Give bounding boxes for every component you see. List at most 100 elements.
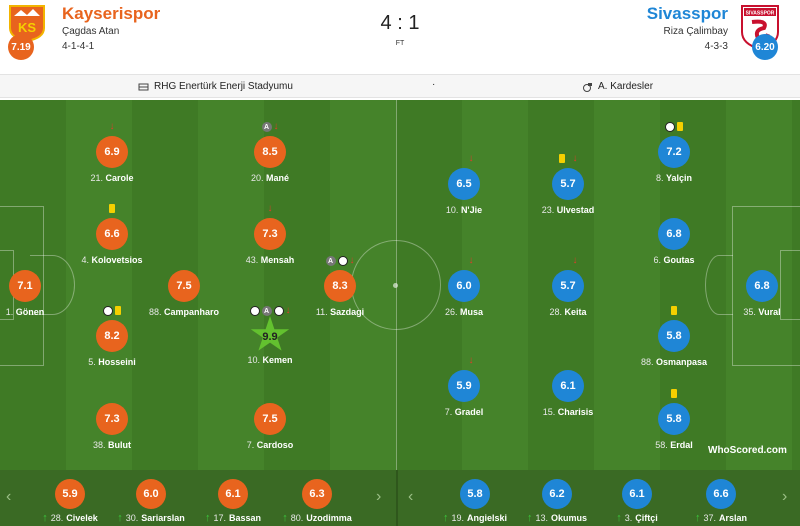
player-mensah[interactable]: ↓ 7.3 43. Mensah <box>245 203 295 266</box>
sub-off-arrow-icon: ↓ <box>468 255 474 266</box>
home-coach: Çagdas Atan <box>62 26 120 37</box>
player-keita[interactable]: ↓ 5.7 28. Keita <box>549 255 587 318</box>
home-subs-prev-icon[interactable]: ‹ <box>6 488 12 505</box>
player-musa[interactable]: ↓ 6.0 26. Musa <box>444 255 484 318</box>
player-rating: 6.6 <box>96 218 128 250</box>
sub-off-arrow-icon: ↓ <box>109 121 115 132</box>
player-name: Cardoso <box>256 440 294 450</box>
match-status: FT <box>395 40 405 47</box>
sub-off-arrow-icon: ↓ <box>468 355 474 366</box>
player-hosseini[interactable]: 8.2 5. Hosseini <box>72 306 152 367</box>
home-team-name[interactable]: Kayserispor <box>62 4 161 23</box>
sub-on-arrow-icon: ↑ <box>42 512 48 524</box>
pitch: 7.1 1. Gönen 6.6 4. Kolovetsios 8.2 5. H… <box>0 100 800 470</box>
player-name: Carole <box>105 173 134 183</box>
goal-ball-icon <box>103 306 113 316</box>
player-kemen[interactable]: A↓ 9.9 10. Kemen <box>247 305 293 366</box>
sub-uzodimma[interactable]: 6.3 ↑80.Uzodimma <box>272 479 362 524</box>
goal-ball-icon <box>273 306 284 316</box>
player-sazdagi[interactable]: A↓ 8.3 11. Sazdagi <box>315 255 365 318</box>
player-name: Erdal <box>670 440 693 450</box>
player-name: Keita <box>564 307 587 317</box>
assist-icon: A <box>325 256 336 266</box>
player-campanharo[interactable]: 7.5 88. Campanharo <box>144 270 224 317</box>
player-name: Ulvestad <box>556 205 595 215</box>
sub-ciftci[interactable]: 6.1 ↑3.Çiftçi <box>592 479 682 524</box>
player-name: Yalçin <box>666 173 693 183</box>
away-subs-next-icon[interactable]: › <box>782 488 788 505</box>
player-rating: 5.8 <box>658 403 690 435</box>
home-subs-next-icon[interactable]: › <box>376 488 382 505</box>
sub-name: Çiftçi <box>635 513 658 523</box>
player-rating: 7.5 <box>254 403 286 435</box>
player-name: Osmanpasa <box>656 357 708 367</box>
player-name: N'Jie <box>460 205 483 215</box>
player-charisis[interactable]: 6.1 15. Charisis <box>528 370 608 417</box>
player-yalcin[interactable]: 7.2 8. Yalçin <box>634 122 714 183</box>
sub-bassan[interactable]: 6.1 ↑17.Bassan <box>188 479 278 524</box>
player-vural[interactable]: 6.8 35. Vural <box>722 270 800 317</box>
player-njie[interactable]: ↓ 6.5 10. N'Jie <box>445 153 483 216</box>
player-name: Bulut <box>108 440 132 450</box>
sub-rating: 6.2 <box>542 479 572 509</box>
sub-on-arrow-icon: ↑ <box>117 512 123 524</box>
player-name: Vural <box>758 307 781 317</box>
sub-on-arrow-icon: ↑ <box>526 512 533 524</box>
assist-icon: A <box>261 122 272 132</box>
sub-rating: 6.3 <box>302 479 332 509</box>
player-bulut[interactable]: 7.3 38. Bulut <box>72 403 152 450</box>
player-osmanpasa[interactable]: 5.8 88. Osmanpasa <box>634 306 714 367</box>
sub-rating: 6.6 <box>706 479 736 509</box>
yellow-card-icon <box>677 122 683 131</box>
player-ulvestad[interactable]: ↓ 5.7 23. Ulvestad <box>541 153 595 216</box>
away-subs-prev-icon[interactable]: ‹ <box>408 488 414 505</box>
sub-name: Arslan <box>719 513 748 523</box>
sub-name: Sariarslan <box>141 513 185 523</box>
venue-name: RHG Enertürk Enerji Stadyumu <box>154 81 293 92</box>
match-score: 4 : 1 <box>380 12 420 34</box>
sub-off-arrow-icon: ↓ <box>285 305 291 316</box>
center-spot <box>393 283 398 288</box>
player-carole[interactable]: ↓ 6.9 21. Carole <box>90 121 134 184</box>
sub-name: Bassan <box>228 513 262 523</box>
sub-civelek[interactable]: 5.9 ↑28.Civelek <box>25 479 115 524</box>
whoscored-watermark: WhoScored.com <box>708 445 787 456</box>
player-rating: 6.8 <box>658 218 690 250</box>
away-formation: 4-3-3 <box>704 41 728 52</box>
player-mane[interactable]: A↓ 8.5 20. Mané <box>250 121 290 184</box>
player-rating: 6.8 <box>746 270 778 302</box>
player-erdal[interactable]: 5.8 58. Erdal <box>634 389 714 450</box>
match-info-bar: RHG Enertürk Enerji Stadyumu · A. Kardes… <box>0 74 800 98</box>
sub-off-arrow-icon: ↓ <box>572 255 578 266</box>
player-gradel[interactable]: ↓ 5.9 7. Gradel <box>444 355 484 418</box>
player-rating: 7.1 <box>9 270 41 302</box>
sub-arslan[interactable]: 6.6 ↑37.Arslan <box>676 479 766 524</box>
player-name: Musa <box>460 307 484 317</box>
sub-off-arrow-icon: ↓ <box>572 153 578 164</box>
sub-sariarslan[interactable]: 6.0 ↑30.Sariarslan <box>106 479 196 524</box>
away-coach: Riza Çalimbay <box>663 26 728 37</box>
player-cardoso[interactable]: 7.5 7. Cardoso <box>230 403 310 450</box>
svg-text:SIVASSPOR: SIVASSPOR <box>746 11 775 17</box>
player-rating: 7.5 <box>168 270 200 302</box>
player-goutas[interactable]: 6.8 6. Goutas <box>634 218 714 265</box>
player-rating: 6.9 <box>96 136 128 168</box>
sub-name: Angielski <box>467 513 508 523</box>
sub-off-arrow-icon: ↓ <box>349 255 355 266</box>
player-rating: 6.1 <box>552 370 584 402</box>
player-rating: 5.8 <box>658 320 690 352</box>
yellow-card-icon <box>671 306 677 315</box>
player-kolovetsios[interactable]: 6.6 4. Kolovetsios <box>72 204 152 265</box>
away-team-name[interactable]: Sivasspor <box>646 4 728 23</box>
player-name: Goutas <box>663 255 695 265</box>
sub-okumus[interactable]: 6.2 ↑13.Okumus <box>512 479 602 524</box>
goal-ball-icon <box>665 122 675 132</box>
whistle-icon <box>583 82 592 92</box>
referee-name: A. Kardesler <box>598 81 654 92</box>
player-name: Mané <box>266 173 290 183</box>
sub-angielski[interactable]: 5.8 ↑19.Angielski <box>430 479 520 524</box>
player-rating: 7.3 <box>254 218 286 250</box>
stadium-icon <box>138 83 149 90</box>
player-gonen[interactable]: 7.1 1. Gönen <box>0 270 65 317</box>
player-rating: 6.5 <box>448 168 480 200</box>
